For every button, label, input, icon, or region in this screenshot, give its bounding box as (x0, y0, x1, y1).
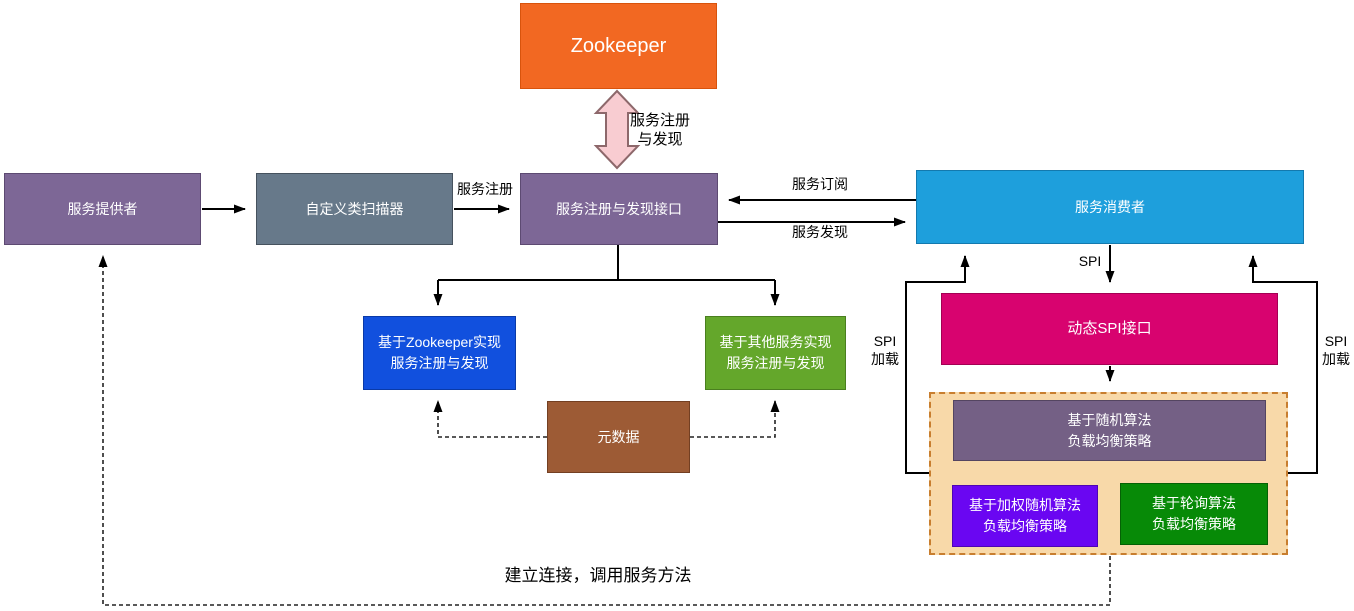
zookeeper-impl-node[interactable]: 基于Zookeeper实现 服务注册与发现 (363, 316, 516, 390)
edge-metadata-to-other-impl (690, 400, 780, 438)
custom-class-scanner-node[interactable]: 自定义类扫描器 (256, 173, 453, 245)
edge-metadata-to-zookeeper-impl (433, 400, 547, 438)
other-service-impl-node[interactable]: 基于其他服务实现 服务注册与发现 (705, 316, 846, 390)
zookeeper-sync-label: 服务注册 与发现 (629, 112, 690, 148)
registry-interface-node[interactable]: 服务注册与发现接口 (520, 173, 718, 245)
spi-label: SPI (1078, 253, 1102, 269)
service-register-label: 服务注册 (457, 181, 513, 197)
zookeeper-node[interactable]: Zookeeper (520, 3, 717, 89)
service-provider-node[interactable]: 服务提供者 (4, 173, 201, 245)
service-discover-label: 服务发现 (792, 224, 848, 240)
spi-load-left-label: SPI 加载 (871, 333, 899, 367)
edge-interface-split-stem (438, 245, 775, 281)
dynamic-spi-interface-node[interactable]: 动态SPI接口 (941, 293, 1278, 365)
spi-load-right-label: SPI 加载 (1322, 333, 1350, 367)
weighted-random-lb-strategy-node[interactable]: 基于加权随机算法 负载均衡策略 (952, 485, 1098, 547)
random-lb-strategy-node[interactable]: 基于随机算法 负载均衡策略 (953, 400, 1266, 461)
service-subscribe-label: 服务订阅 (792, 176, 848, 192)
metadata-node[interactable]: 元数据 (547, 401, 690, 473)
service-consumer-node[interactable]: 服务消费者 (916, 170, 1304, 244)
connect-invoke-note: 建立连接，调用服务方法 (504, 566, 692, 585)
round-robin-lb-strategy-node[interactable]: 基于轮询算法 负载均衡策略 (1120, 483, 1268, 545)
